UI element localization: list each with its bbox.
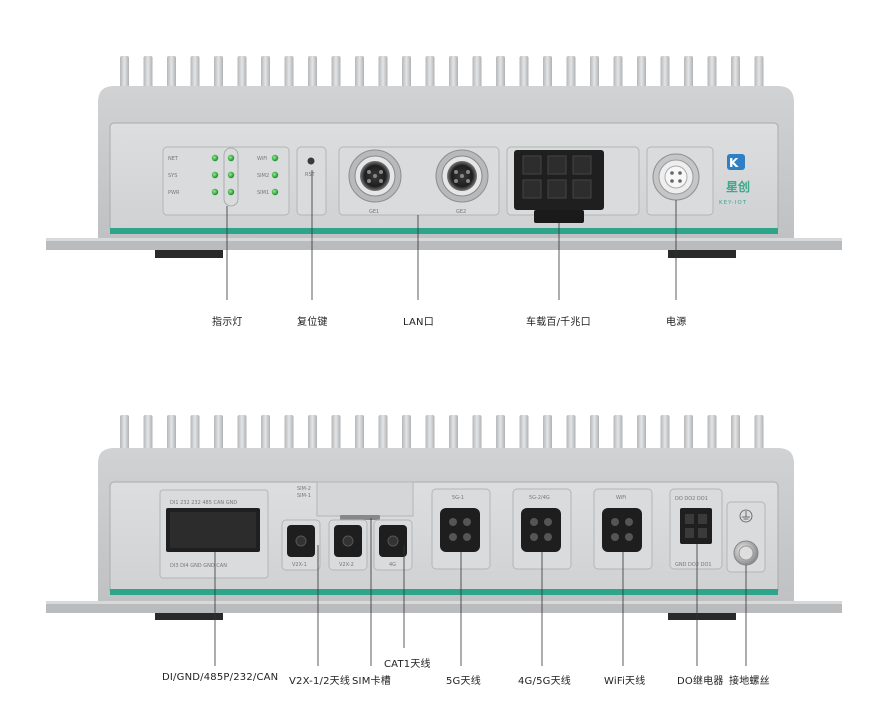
led-signal-3	[227, 188, 235, 196]
brand-logo: K 星创 KEY-IOT	[719, 154, 750, 206]
callout-sim-slot: SIM卡槽	[352, 676, 391, 687]
antenna-wifi[interactable]	[593, 488, 653, 570]
ground-screw[interactable]	[733, 540, 759, 566]
antenna-5g[interactable]	[431, 488, 491, 570]
led-sim1	[271, 188, 279, 196]
callout-power: 电源	[666, 317, 687, 328]
io-label-top: DI1 232 232 485 CAN GND	[170, 500, 237, 506]
callout-cat1: CAT1天线	[384, 659, 431, 670]
reset-button[interactable]	[307, 157, 315, 165]
bottom-foot-right	[668, 613, 736, 620]
callout-wifi: WiFi天线	[604, 676, 646, 687]
antenna-label-v2x1: V2X-1	[292, 562, 307, 568]
lan-label-ge2: GE2	[456, 209, 466, 215]
top-foot-right	[668, 250, 736, 258]
led-label-net: NET	[168, 156, 179, 162]
led-label-sim1: SIM1	[257, 190, 269, 196]
callout-v2x: V2X-1/2天线	[289, 676, 351, 687]
sim-slot-panel	[316, 481, 414, 517]
led-signal-1	[227, 154, 235, 162]
led-label-sim2: SIM2	[257, 173, 269, 179]
do-label-top: DO DO2 DO1	[675, 496, 708, 502]
led-label-sys: SYS	[168, 173, 177, 179]
callout-io: DI/GND/485P/232/CAN	[162, 672, 279, 683]
bottom-leader-lines	[214, 518, 747, 666]
logo-text: 星创	[726, 179, 750, 194]
reset-panel	[296, 146, 327, 216]
do-relay-connector[interactable]	[680, 508, 712, 544]
vehicle-eth-port[interactable]	[514, 150, 604, 223]
bottom-device: DI1 232 232 485 CAN GND DI3 DI4 GND GND …	[46, 415, 842, 666]
callout-lan-port: LAN口	[403, 317, 434, 328]
io-connector[interactable]	[166, 508, 260, 552]
led-sim2	[271, 171, 279, 179]
port-label-wifi: WiFi	[616, 495, 626, 501]
led-wifi	[271, 154, 279, 162]
antenna-label-v2x2: V2X-2	[339, 562, 354, 568]
led-net	[211, 154, 219, 162]
callout-do-relay: DO继电器	[677, 676, 724, 687]
lan-label-ge1: GE1	[369, 209, 379, 215]
power-port[interactable]	[652, 153, 700, 201]
led-label-pwr: PWR	[168, 190, 180, 196]
logo-sub: KEY-IOT	[719, 200, 747, 206]
ground-symbol-icon	[739, 509, 753, 523]
antenna-v2x-2[interactable]	[328, 519, 368, 571]
antenna-v2x-1[interactable]	[281, 519, 321, 571]
bottom-foot-left	[155, 613, 223, 620]
antenna-4g5g[interactable]	[512, 488, 572, 570]
sim-label-1: SIM-1	[297, 493, 311, 499]
io-label-bottom: DI3 DI4 GND GND CAN	[170, 563, 227, 569]
top-leader-lines	[226, 170, 677, 300]
callout-5g: 5G天线	[446, 676, 481, 687]
svg-text:K: K	[729, 156, 739, 170]
top-device: NET SYS PWR WiFi SIM2 SIM1 RST GE1	[46, 56, 842, 300]
sim-card-slot[interactable]	[340, 515, 380, 520]
callout-indicator-lights: 指示灯	[212, 317, 243, 328]
top-foot-left	[155, 250, 223, 258]
led-panel	[162, 146, 290, 216]
callout-reset-key: 复位键	[297, 317, 328, 328]
reset-label: RST	[305, 172, 316, 178]
led-signal-2	[227, 171, 235, 179]
callout-ground: 接地螺丝	[729, 676, 770, 687]
top-accent-stripe	[110, 228, 778, 234]
sim-label-2: SIM-2	[297, 486, 311, 492]
led-sys	[211, 171, 219, 179]
led-label-wifi: WiFi	[257, 156, 267, 162]
bottom-accent-stripe	[110, 589, 778, 595]
antenna-label-4g: 4G	[389, 562, 396, 568]
led-pwr	[211, 188, 219, 196]
lan-port-ge2[interactable]	[435, 149, 489, 203]
antenna-cat1[interactable]	[373, 519, 413, 571]
do-label-bottom: GND DO2 DO1	[675, 562, 712, 568]
callout-4g5g: 4G/5G天线	[518, 676, 571, 687]
callout-vehicle-eth: 车载百/千兆口	[526, 317, 591, 328]
lan-port-ge1[interactable]	[348, 149, 402, 203]
port-label-5g: 5G-1	[452, 495, 464, 501]
port-label-4g5g: 5G-2/4G	[529, 495, 550, 501]
